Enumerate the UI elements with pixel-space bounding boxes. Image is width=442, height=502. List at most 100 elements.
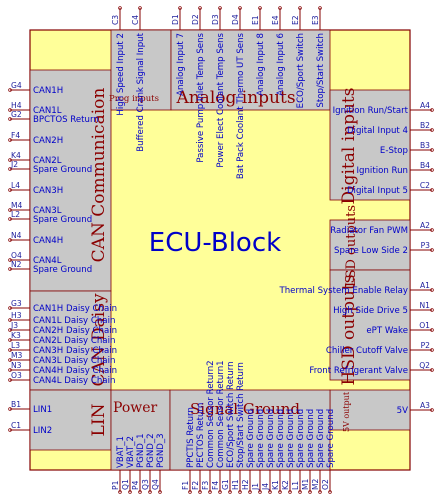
pin-end-icon [218,6,222,10]
pin-number: C3 [111,15,120,25]
pin-end-icon [430,168,434,172]
pin-label: Stop/Start Switch [316,33,326,108]
pin-end-icon [148,490,152,494]
pin-label: Spare Low Side 2 [334,246,408,256]
group-boxes [29,29,411,471]
pin-number: K2 [281,480,290,490]
pin-label: Ignition Run/Start [333,106,409,116]
pin-end-icon [430,128,434,132]
group-label-can-daisy: CAN Daisy [89,293,109,386]
group-box-5v-output [329,389,411,431]
pin-label: Spare Ground [326,409,336,468]
pin-end-icon [430,188,434,192]
pin-end-icon [178,6,182,10]
pin-label: Power Elect Coolant Temp Sens [216,32,226,167]
pin-end-icon [118,490,122,494]
pin-label: VBAT_2 [126,436,136,468]
pin-number: D1 [171,14,180,25]
pin-label: PGND_3 [156,433,166,468]
pin-number: A2 [420,221,430,230]
pin-end-icon [278,490,282,494]
pin-number: L4 [11,181,20,190]
pin-number: J1 [251,483,260,491]
pin-label: Buffered Crank Signal Input [136,32,146,151]
pin-label: CAN4H [33,236,63,246]
right-pin-b3: B3E-Stop [380,141,434,156]
pin-label: Analog Input 8 [256,33,266,96]
group-label-analog-inputs: Analog inputs [175,88,295,108]
pin-end-icon [118,6,122,10]
pin-label: Spare Ground [286,409,296,468]
pin-end-icon [8,158,12,162]
group-box-lsd-outputs [329,219,411,271]
pin-label: CAN4L [33,256,62,266]
group-label-power: Power [113,400,158,416]
pin-label: Spare Ground [33,215,92,225]
pin-number: D4 [231,14,240,25]
group-label-prog-inputs: Prog inputs [109,94,159,104]
pin-label: Spare Ground [316,409,326,468]
pin-end-icon [218,490,222,494]
pin-number: H4 [11,101,22,110]
pin-number: K1 [271,480,280,490]
pin-number: G3 [11,299,22,308]
pin-label: ECO/Sport Switch [296,33,306,108]
pin-end-icon [248,490,252,494]
pin-number: G2 [11,110,22,119]
pin-end-icon [198,6,202,10]
bottom-pin-f1: F1 PPCTIS Return [181,407,196,494]
pin-end-icon [328,490,332,494]
pin-number: B1 [11,400,21,409]
pin-number: F3 [201,481,210,490]
group-box-signal-ground [169,389,331,471]
pin-label: PPCTIS Return [186,407,196,468]
pin-number: F4 [211,481,220,490]
pin-label: ePT Wake [366,326,408,336]
pin-end-icon [278,6,282,10]
bottom-pin-k2: K2 Spare Ground [281,409,296,494]
pin-end-icon [8,188,12,192]
pin-label: Spare Ground [306,409,316,468]
pin-number: C2 [420,181,430,190]
pin-number: Q1 [121,479,130,490]
pin-end-icon [238,490,242,494]
pin-number: H1 [231,479,240,490]
pin-number: N1 [419,301,430,310]
pin-number: F1 [181,481,190,490]
pin-number: N3 [11,361,22,370]
pin-label: Ignition Run [357,166,409,176]
pin-end-icon [258,490,262,494]
pin-number: P4 [131,480,140,490]
pin-end-icon [8,238,12,242]
pin-label: Digital Input 5 [347,186,408,196]
group-label-can-comm: CAN Communicaion [89,88,109,263]
pin-label: CAN2H Daisy Chain [33,326,117,336]
pin-label: CAN3L [33,206,62,216]
pin-label: E-Stop [380,146,408,156]
